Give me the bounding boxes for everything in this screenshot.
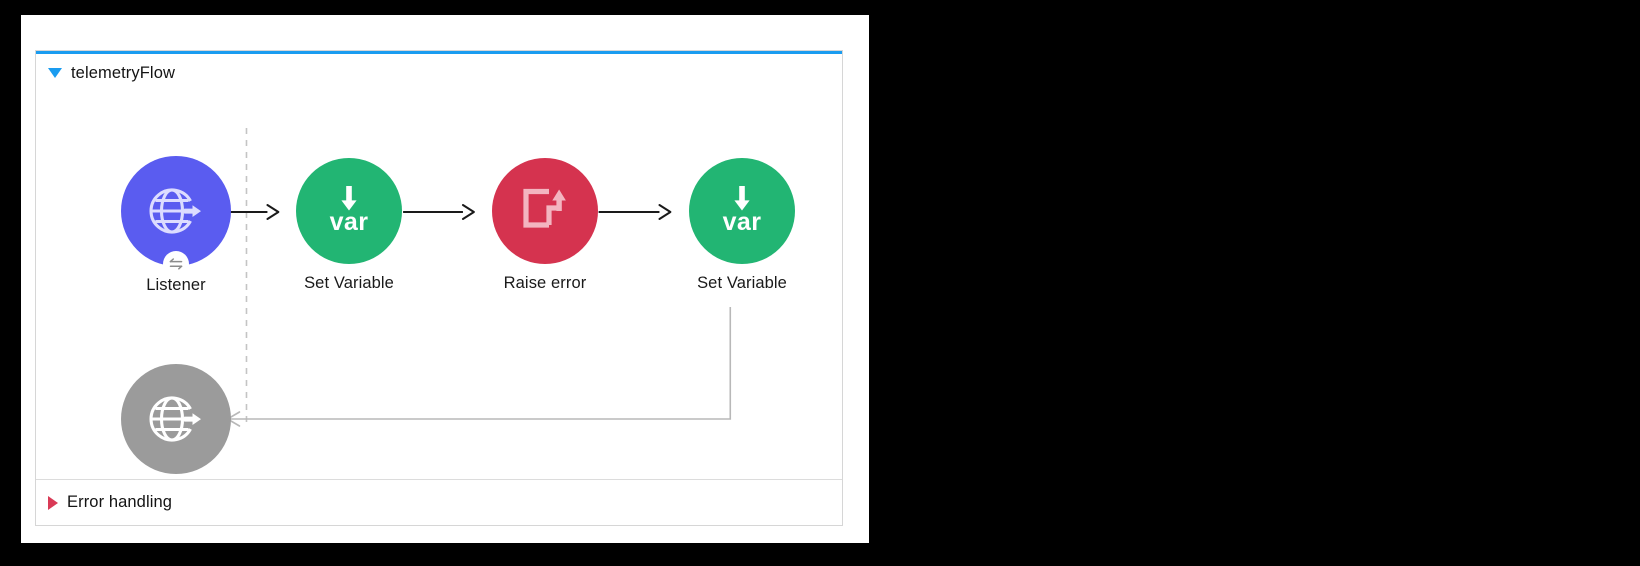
var-arrow-down-icon: var — [723, 186, 762, 236]
globe-arrow-icon — [149, 396, 201, 442]
node-set-variable-2-label: Set Variable — [697, 274, 787, 292]
node-listener[interactable]: Listener — [111, 156, 241, 295]
node-raise-error-label: Raise error — [503, 274, 587, 292]
flow-accent-bar — [36, 51, 842, 54]
node-set-variable-2[interactable]: var Set Variable — [677, 158, 807, 293]
node-set-variable-2-circle[interactable]: var — [689, 158, 795, 264]
connector-return-path — [226, 307, 732, 427]
node-set-variable-1-label: Set Variable — [304, 274, 394, 292]
svg-text:var: var — [723, 208, 762, 236]
flow-panel-telemetryflow[interactable]: telemetryFlow — [35, 50, 843, 526]
var-arrow-down-icon: var — [330, 186, 369, 236]
flow-designer-canvas: telemetryFlow — [21, 15, 869, 543]
node-set-variable-1-circle[interactable]: var — [296, 158, 402, 264]
svg-text:var: var — [330, 208, 369, 236]
flow-name-label: telemetryFlow — [71, 63, 175, 82]
node-listener-response-circle[interactable] — [121, 364, 231, 474]
node-listener-label: Listener — [146, 276, 206, 294]
node-listener-circle[interactable] — [121, 156, 231, 277]
flow-body: Listener var Set Variable — [36, 92, 842, 479]
node-raise-error[interactable]: Raise error — [480, 158, 610, 293]
flow-section-divider — [36, 479, 842, 480]
node-set-variable-1[interactable]: var Set Variable — [284, 158, 414, 293]
raise-error-icon — [523, 188, 566, 228]
request-reply-icon — [163, 251, 189, 277]
node-raise-error-circle[interactable] — [492, 158, 598, 264]
triangle-right-icon[interactable] — [48, 495, 58, 510]
triangle-down-icon[interactable] — [48, 68, 62, 78]
error-handling-section[interactable]: Error handling — [36, 480, 842, 525]
globe-arrow-icon — [149, 188, 201, 234]
flow-header[interactable]: telemetryFlow — [36, 54, 842, 92]
node-listener-response[interactable] — [111, 364, 241, 479]
error-handling-label: Error handling — [67, 493, 173, 511]
